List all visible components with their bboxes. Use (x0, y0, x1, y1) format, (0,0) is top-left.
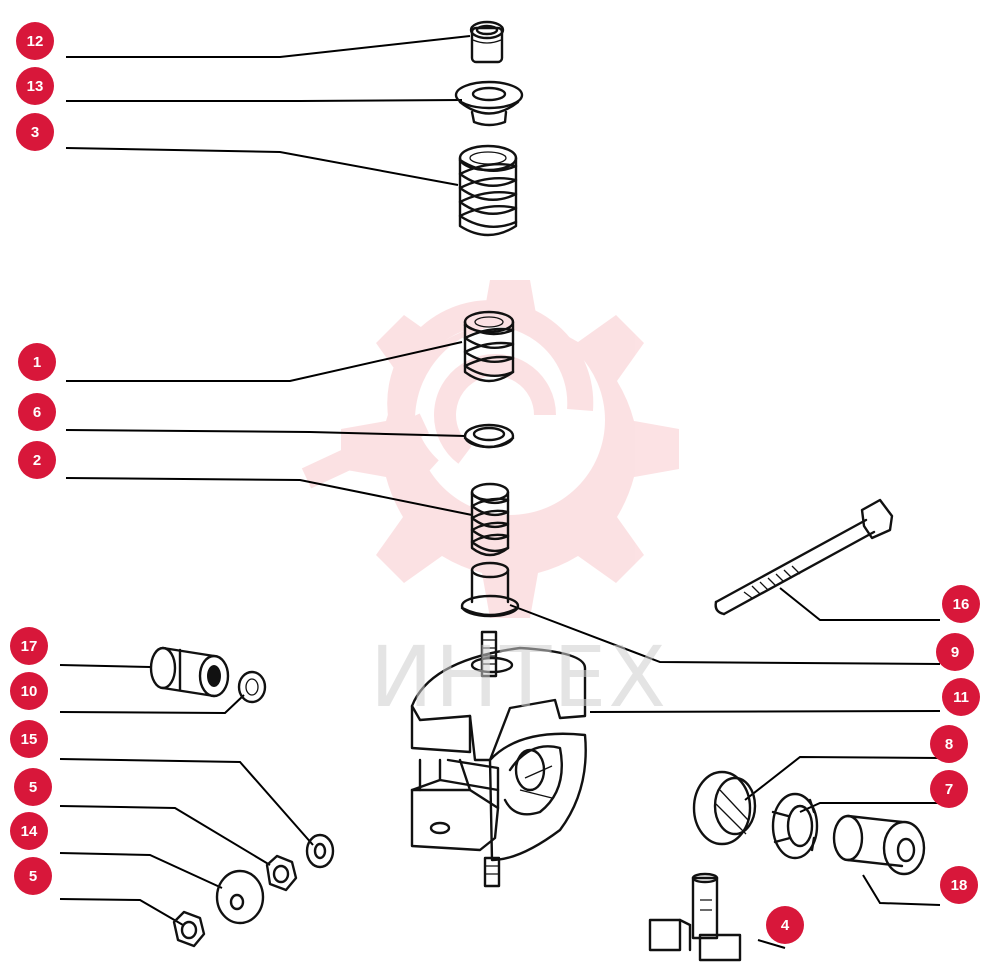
watermark-gear-logo (301, 280, 679, 618)
callout-5-lower: 5 (14, 857, 52, 895)
callout-13: 13 (16, 67, 54, 105)
leader-lines (59, 35, 941, 949)
part-7-segment-ring (771, 792, 819, 860)
callout-15: 15 (10, 720, 48, 758)
callout-10: 10 (10, 672, 48, 710)
callout-8: 8 (930, 725, 968, 763)
part-10-ring (237, 670, 267, 704)
part-18-bushing (832, 814, 926, 876)
callout-11: 11 (942, 678, 980, 716)
callout-18: 18 (940, 866, 978, 904)
part-8-sleeve-ring (692, 770, 757, 846)
part-5-nut-lower (172, 910, 206, 948)
part-15-washer (305, 833, 335, 869)
watermark-text: ИНТЕХ (370, 628, 668, 726)
part-6-washer (463, 423, 515, 449)
callout-5-upper: 5 (14, 768, 52, 806)
callout-14: 14 (10, 812, 48, 850)
callout-1: 1 (18, 343, 56, 381)
part-1-spring (463, 310, 515, 383)
part-9-sleeve (460, 561, 520, 618)
part-2-small-spring (470, 482, 510, 557)
part-3-large-spring (458, 144, 518, 237)
callout-4: 4 (766, 906, 804, 944)
part-14-washer (215, 869, 265, 925)
part-13-retainer (454, 80, 524, 127)
part-4-brush-set (648, 872, 742, 962)
part-11-main-body (410, 630, 587, 888)
part-5-nut-upper (265, 854, 298, 892)
part-17-bushing (149, 646, 230, 698)
callout-7: 7 (930, 770, 968, 808)
callout-16: 16 (942, 585, 980, 623)
part-16-bolt (714, 498, 894, 616)
callout-17: 17 (10, 627, 48, 665)
callout-9: 9 (936, 633, 974, 671)
part-12-cap (469, 20, 505, 64)
callout-6: 6 (18, 393, 56, 431)
callout-2: 2 (18, 441, 56, 479)
callout-3: 3 (16, 113, 54, 151)
callout-12: 12 (16, 22, 54, 60)
